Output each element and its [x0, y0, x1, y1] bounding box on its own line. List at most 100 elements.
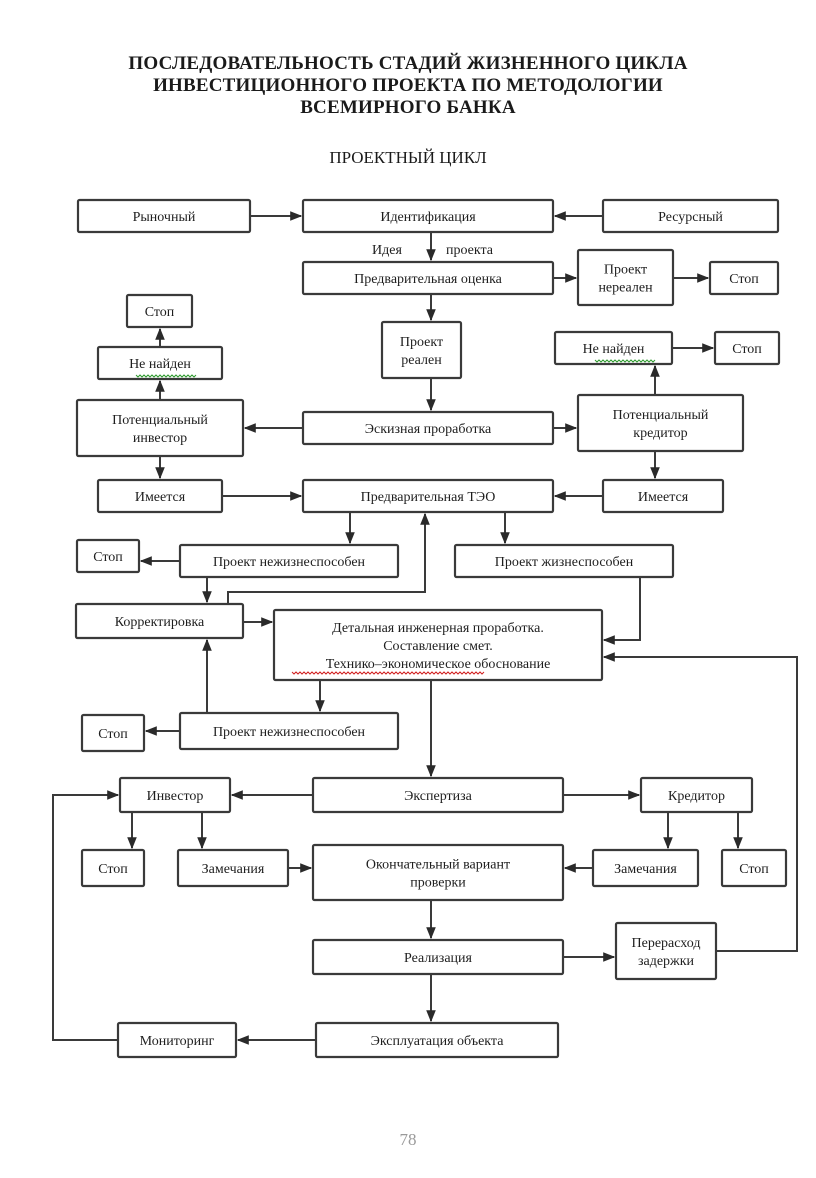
node-investor: Инвестор: [118, 776, 232, 814]
node-stop-left-mid: Стоп: [75, 538, 141, 574]
node-creditor: Кредитор: [639, 776, 754, 814]
node-label: Стоп: [98, 862, 128, 877]
node-label: Технико–экономическое обоснование: [326, 657, 551, 672]
node-frame: [301, 260, 555, 296]
connector-arrow-22: [227, 512, 430, 604]
node-frame: [75, 398, 245, 458]
node-label: Кредитор: [668, 789, 725, 804]
node-frame: [178, 543, 400, 579]
document-title: ПОСЛЕДОВАТЕЛЬНОСТЬ СТАДИЙ ЖИЗНЕННОГО ЦИК…: [0, 53, 816, 119]
title-line-2: ИНВЕСТИЦИОННОГО ПРОЕКТА ПО МЕТОДОЛОГИИ: [153, 75, 663, 96]
node-label: Инвестор: [147, 789, 204, 804]
node-stop-left-top: Стоп: [125, 293, 194, 329]
edge-label-project: проекта: [446, 243, 494, 258]
node-implementation: Реализация: [311, 938, 565, 976]
node-frame: [591, 848, 700, 888]
node-label: Проект: [604, 263, 647, 278]
node-label: Проект нежизнеспособен: [213, 555, 366, 570]
node-stop-right-top: Стоп: [713, 330, 781, 366]
node-label: Стоп: [145, 305, 175, 320]
node-stop-cred: Стоп: [720, 848, 788, 888]
node-label: реален: [401, 353, 442, 368]
node-label: проверки: [410, 876, 466, 891]
node-final-version: Окончательный вариант проверки: [311, 843, 565, 902]
node-label: Корректировка: [115, 615, 205, 630]
node-label: Не найден: [129, 357, 191, 372]
node-label: Не найден: [583, 342, 645, 357]
node-label: Перерасход: [632, 936, 701, 951]
node-label: Реализация: [404, 951, 473, 966]
node-stop-1: Стоп: [708, 260, 780, 296]
node-frame: [76, 198, 252, 234]
node-label: Составление смет.: [383, 639, 493, 654]
node-frame: [614, 921, 718, 981]
node-has-right: Имеется: [601, 478, 725, 514]
node-label: Эксплуатация объекта: [371, 1034, 505, 1049]
node-frame: [311, 843, 565, 902]
spellcheck-underline: [291, 671, 485, 675]
node-label: Предварительная ТЭО: [361, 490, 496, 505]
node-not-found-left: Не найден: [96, 345, 224, 381]
title-line-3: ВСЕМИРНОГО БАНКА: [300, 97, 516, 118]
node-project-real: Проект реален: [380, 320, 463, 380]
connector-arrow-42: [52, 790, 120, 1041]
node-label: Стоп: [739, 862, 769, 877]
node-correction: Корректировка: [74, 602, 245, 640]
node-label: Проект нежизнеспособен: [213, 725, 366, 740]
node-frame: [80, 848, 146, 888]
page-number: 78: [399, 1130, 417, 1149]
node-potential-creditor: Потенциальный кредитор: [576, 393, 745, 453]
node-expertise: Экспертиза: [311, 776, 565, 814]
node-frame: [601, 198, 780, 234]
node-prelim-feasibility: Предварительная ТЭО: [301, 478, 555, 514]
node-frame: [80, 713, 146, 753]
node-frame: [272, 608, 604, 682]
node-project-viable: Проект жизнеспособен: [453, 543, 675, 579]
connector-arrow-39: [602, 652, 798, 952]
node-frame: [576, 248, 675, 307]
node-label: Детальная инженерная проработка.: [332, 621, 544, 636]
node-frame: [453, 543, 675, 579]
node-label: Проект жизнеспособен: [495, 555, 634, 570]
node-overrun: Перерасход задержки: [614, 921, 718, 981]
node-label: Потенциальный: [613, 408, 709, 423]
node-label: Потенциальный: [112, 413, 208, 428]
node-potential-investor: Потенциальный инвестор: [75, 398, 245, 458]
node-frame: [720, 848, 788, 888]
grammar-underline: [135, 374, 197, 378]
node-label: кредитор: [633, 426, 687, 441]
node-label: Стоп: [98, 727, 128, 742]
title-line-1: ПОСЛЕДОВАТЕЛЬНОСТЬ СТАДИЙ ЖИЗНЕННОГО ЦИК…: [128, 53, 688, 74]
node-frame: [713, 330, 781, 366]
node-frame: [118, 776, 232, 814]
node-label: Замечания: [202, 862, 265, 877]
node-frame: [576, 393, 745, 453]
node-label: инвестор: [133, 431, 187, 446]
node-frame: [125, 293, 194, 329]
node-frame: [301, 478, 555, 514]
node-frame: [301, 198, 555, 234]
node-has-left: Имеется: [96, 478, 224, 514]
node-frame: [639, 776, 754, 814]
node-label: Окончательный вариант: [366, 858, 510, 873]
edge-labels: Идея проекта: [372, 243, 494, 258]
node-frame: [601, 478, 725, 514]
node-detailed-engineering: Детальная инженерная проработка. Составле…: [272, 608, 604, 682]
node-frame: [74, 602, 245, 640]
diagram-subtitle: ПРОЕКТНЫЙ ЦИКЛ: [329, 148, 487, 167]
node-market: Рыночный: [76, 198, 252, 234]
node-label: Рыночный: [133, 210, 196, 225]
node-prelim-assessment: Предварительная оценка: [301, 260, 555, 296]
node-label: задержки: [638, 954, 695, 969]
node-stop-left-low: Стоп: [80, 713, 146, 753]
node-remarks-right: Замечания: [591, 848, 700, 888]
node-label: Проект: [400, 335, 443, 350]
node-label: Экспертиза: [404, 789, 473, 804]
node-frame: [314, 1021, 560, 1059]
node-label: Стоп: [729, 272, 759, 287]
node-label: Ресурсный: [658, 210, 723, 225]
connector-arrow-24: [602, 577, 641, 645]
node-operation: Эксплуатация объекта: [314, 1021, 560, 1059]
